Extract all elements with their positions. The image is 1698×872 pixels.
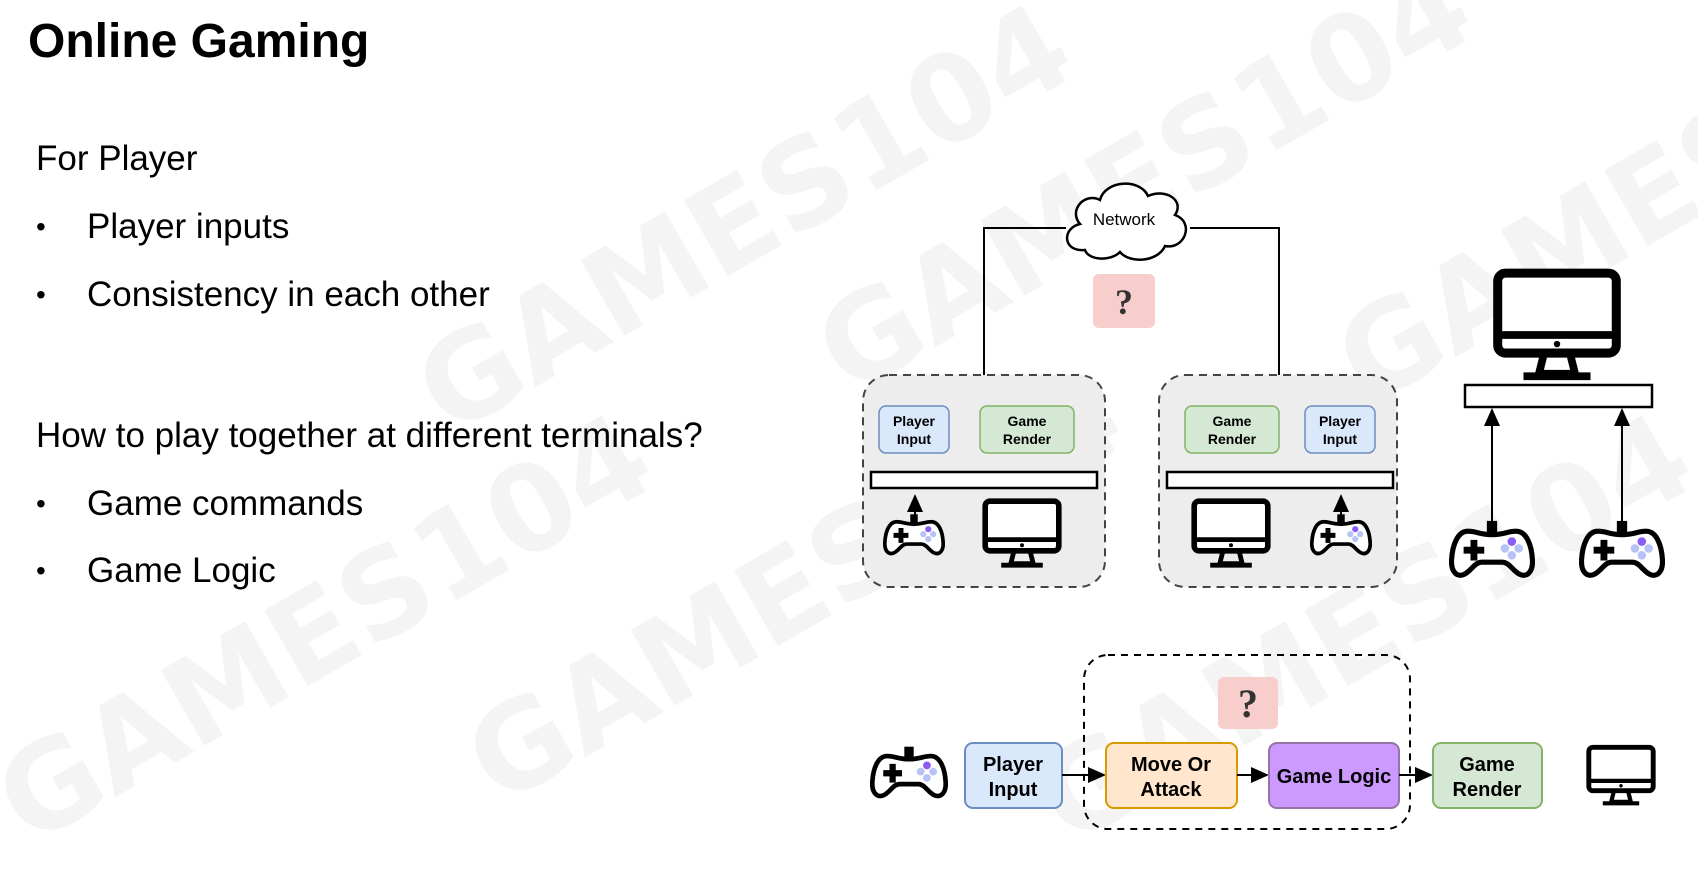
player-input-label: Player	[1319, 413, 1362, 429]
game-render-box	[979, 405, 1075, 454]
game-render-box	[1432, 742, 1543, 809]
question-box	[1093, 274, 1155, 328]
gamepad-icon	[872, 747, 945, 796]
network-label: Network	[1093, 210, 1156, 229]
question-mark: ?	[1115, 282, 1133, 322]
slide-title: Online Gaming	[28, 15, 370, 68]
terminal-left: Player Input Game Render	[862, 374, 1106, 588]
terminal-right: Game Render Player Input	[1158, 374, 1398, 588]
game-render-label: Render	[1453, 779, 1522, 801]
monitor-icon	[1498, 273, 1617, 376]
cloud-icon	[1065, 182, 1187, 261]
question-mark: ?	[1238, 681, 1258, 726]
section-heading: How to play together at different termin…	[36, 416, 703, 455]
player-input-label: Input	[989, 779, 1038, 801]
player-input-label: Input	[1323, 431, 1358, 447]
game-render-box	[1184, 405, 1280, 454]
bullet-dot: •	[36, 211, 46, 242]
section-heading: For Player	[36, 139, 198, 178]
game-render-label: Render	[1003, 431, 1052, 447]
player-input-box	[1304, 405, 1376, 454]
question-box	[1218, 677, 1278, 729]
pipeline: ? Player Input Move Or Attack Game Logic…	[872, 654, 1653, 830]
player-input-box	[878, 405, 950, 454]
bullet-text: Consistency in each other	[87, 275, 490, 314]
game-render-label: Game	[1213, 413, 1252, 429]
bullet-dot: •	[36, 488, 46, 519]
bus-bar	[1463, 383, 1654, 409]
game-logic-label: Game Logic	[1277, 766, 1391, 788]
monitor-icon	[1589, 747, 1653, 803]
game-render-label: Game	[1008, 413, 1047, 429]
gamepad-icon	[1452, 521, 1533, 575]
bullet-text: Game commands	[87, 484, 364, 523]
logic-group	[1083, 654, 1411, 830]
bullet-dot: •	[36, 279, 46, 310]
bullet-dot: •	[36, 555, 46, 586]
move-or-attack-label: Move Or	[1131, 754, 1211, 776]
bus-bar	[869, 470, 1099, 490]
game-render-label: Render	[1208, 431, 1257, 447]
game-render-label: Game	[1459, 754, 1515, 776]
gamepad-icon	[1582, 521, 1663, 575]
move-or-attack-label: Attack	[1140, 779, 1202, 801]
network-diagram: Network ? Player Input Game Render Game …	[862, 182, 1698, 830]
player-input-label: Player	[893, 413, 936, 429]
bullet-text: Player inputs	[87, 207, 290, 246]
bus-bar	[1165, 470, 1395, 490]
player-input-label: Input	[897, 431, 932, 447]
connector-line	[983, 227, 1066, 375]
connector-line	[1190, 227, 1280, 375]
player-input-label: Player	[983, 754, 1043, 776]
shared-console	[1452, 273, 1663, 575]
bullet-text: Game Logic	[87, 551, 276, 590]
